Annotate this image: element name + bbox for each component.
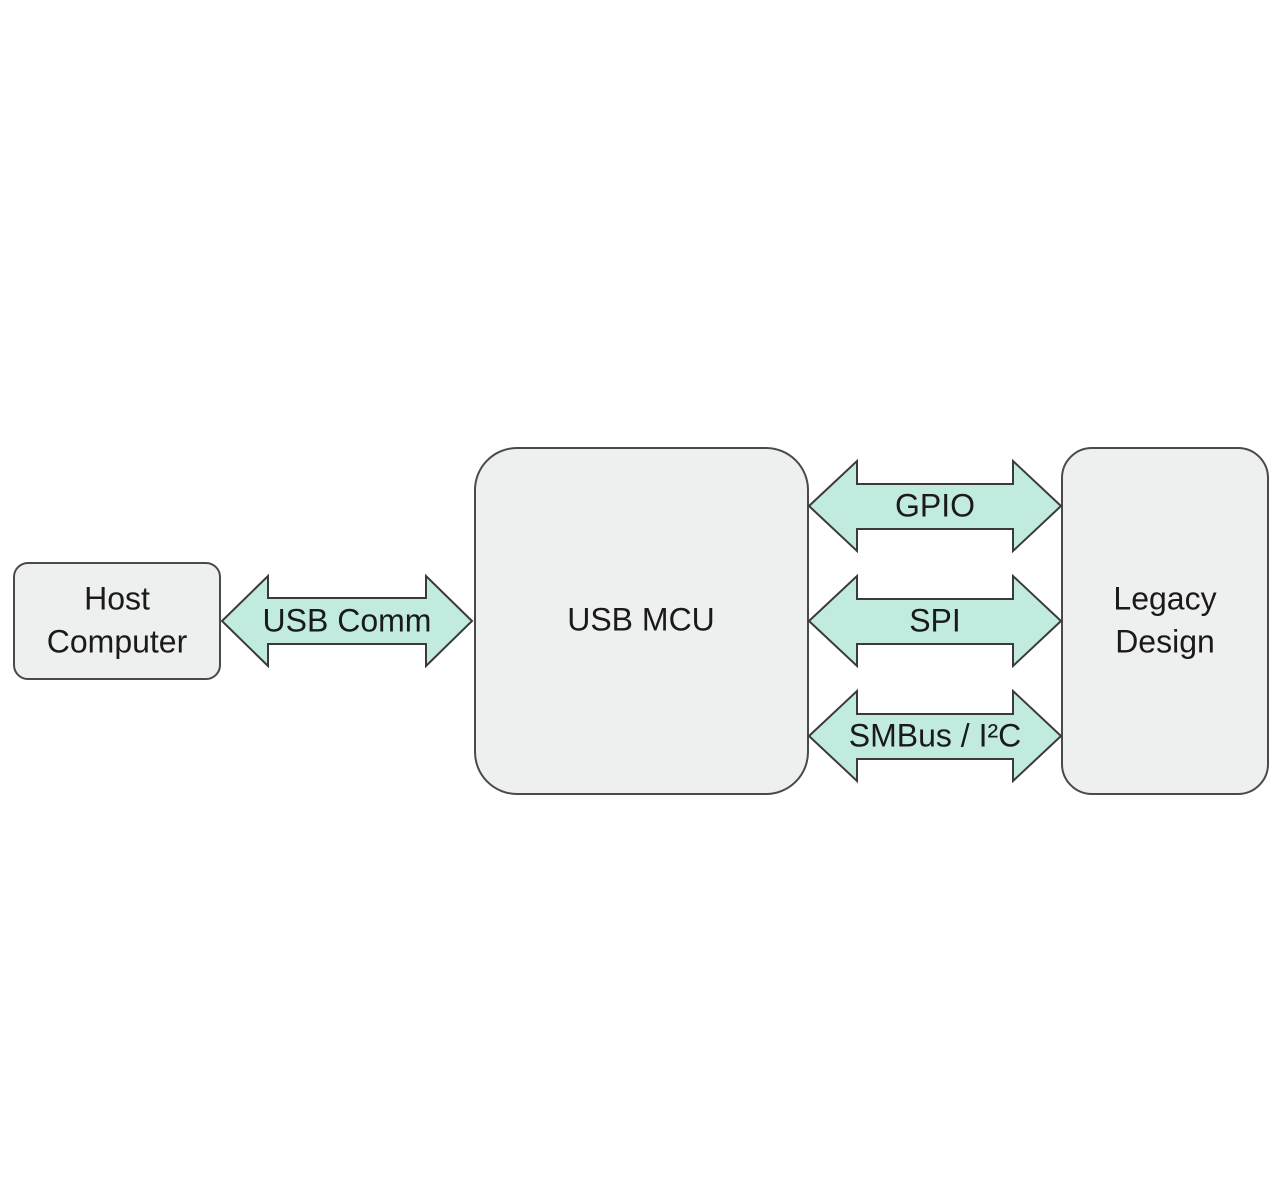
smbus-i2c-label: SMBus / I²C	[849, 717, 1021, 753]
smbus-i2c-arrow	[807, 688, 1063, 784]
usb-mcu-label: USB MCU	[567, 601, 715, 637]
host-computer-label-line1: Host	[84, 580, 150, 616]
usb-comm-label: USB Comm	[263, 602, 432, 638]
gpio-label: GPIO	[895, 487, 975, 523]
gpio-arrow	[807, 458, 1063, 554]
usb-comm-arrow	[220, 573, 474, 669]
legacy-design-label-line1: Legacy	[1113, 580, 1216, 616]
host-computer-label-line2: Computer	[47, 623, 188, 659]
legacy-design-block	[1061, 447, 1269, 795]
spi-arrow	[807, 573, 1063, 669]
spi-label: SPI	[909, 602, 961, 638]
host-computer-block	[13, 562, 221, 680]
legacy-design-label-line2: Design	[1115, 623, 1215, 659]
